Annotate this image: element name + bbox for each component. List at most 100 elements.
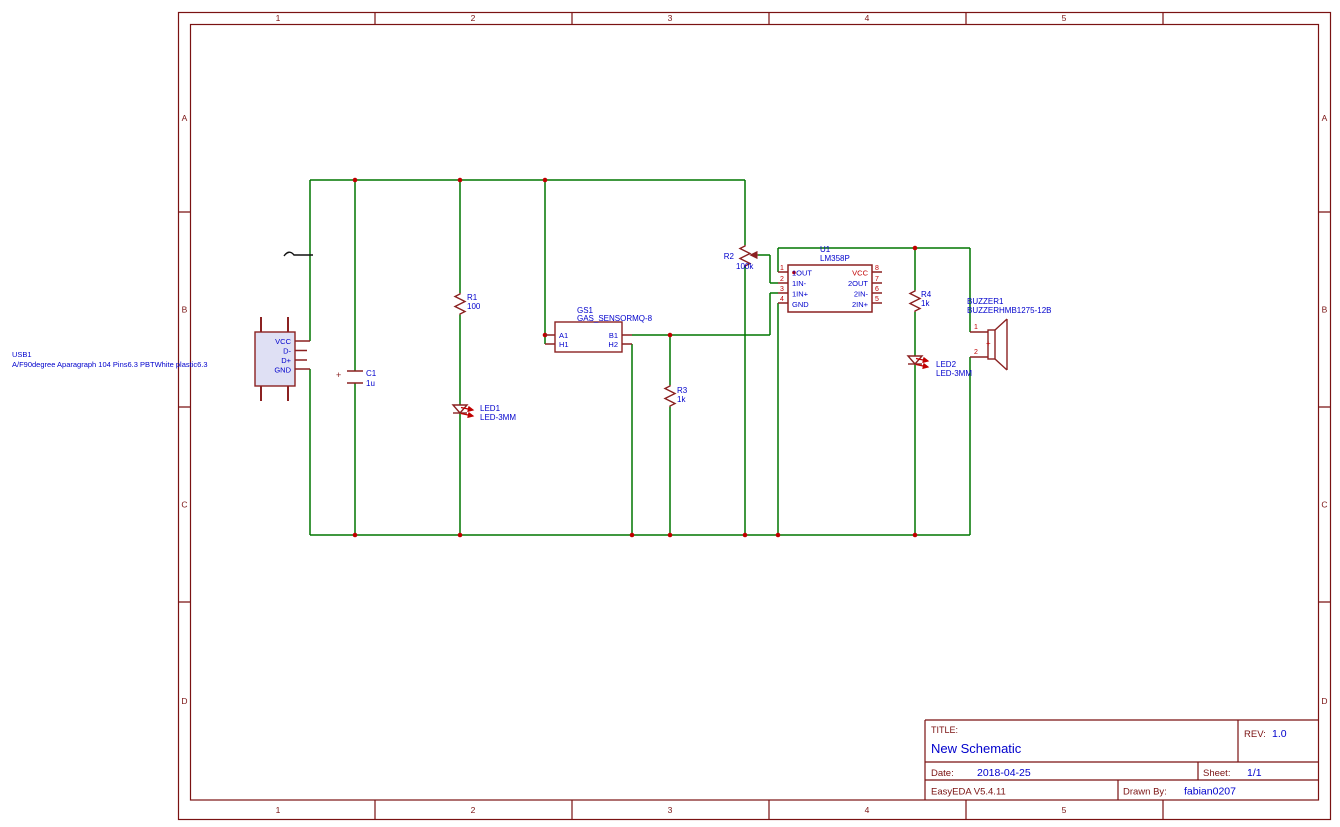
buzzer-pins [970,331,988,358]
usb-desc-label[interactable]: A/F90degree Aparagraph 104 Pins6.3 PBTWh… [12,360,208,369]
gs1-ref-label[interactable]: GS1 [577,306,594,315]
wire-r2-wiper[interactable] [758,254,778,284]
gas-sensor-pins [545,334,632,345]
wires[interactable] [309,179,971,536]
component-led1[interactable]: LED1 LED-3MM [451,404,516,422]
r3-value-label[interactable]: 1k [677,395,686,404]
date-label: Date: [931,768,954,779]
frame-ticks-right [1318,211,1331,603]
sheet-frame [177,11,1332,821]
resistor-symbol[interactable] [663,385,677,407]
gas-sensor-body[interactable] [554,321,623,353]
r3-ref-label[interactable]: R3 [677,386,688,395]
drawn-by-value: fabian0207 [1184,786,1236,798]
component-u1[interactable]: 1 2 3 4 8 7 6 5 1OUT 1IN- 1IN+ GND VCC 2… [778,245,882,313]
resistor-symbol[interactable] [453,293,467,315]
rev-value: 1.0 [1272,728,1287,740]
frame-col-label: 1 [276,805,281,815]
frame-col-label: 4 [865,13,870,23]
junction-dot [742,532,748,538]
gs1-pin-label: B1 [609,331,618,340]
component-r2[interactable]: R2 100k [724,245,758,271]
software-version: EasyEDA V5.4.11 [931,787,1006,798]
title-label: TITLE: [931,725,958,735]
r1-ref-label[interactable]: R1 [467,293,478,302]
component-r1[interactable]: R1 100 [453,293,481,315]
wire-opamp-output[interactable] [777,247,970,272]
c1-ref-label[interactable]: C1 [366,369,377,378]
buzzer-ref-label[interactable]: BUZZER1 [967,297,1004,306]
component-buzzer1[interactable]: 1 2 + BUZZER1 BUZZERHMB1275-12B [967,297,1051,371]
buzzer-pin-number: 2 [974,349,978,356]
drawn-by-label: Drawn By: [1123,787,1167,798]
usb-pins [295,340,310,370]
rev-label: REV: [1244,729,1266,740]
opamp-body[interactable] [787,264,873,313]
usb-ref-label[interactable]: USB1 [12,350,32,359]
usb-body[interactable] [254,331,296,387]
led-light-arrow [915,356,930,364]
sheet-value: 1/1 [1247,767,1262,779]
opamp-left-pins [778,271,788,304]
u1-pin-name: GND [792,300,809,309]
buzzer-value-label[interactable]: BUZZERHMB1275-12B [967,306,1051,315]
u1-pin-number: 1 [780,265,784,272]
u1-pin-number: 4 [780,296,784,303]
u1-pin-number: 7 [875,276,879,283]
c1-value-label[interactable]: 1u [366,379,375,388]
led2-value-label[interactable]: LED-3MM [936,369,972,378]
r4-ref-label[interactable]: R4 [921,290,932,299]
u1-pin-name: 1IN- [792,279,807,288]
component-c1[interactable]: + C1 1u [336,369,377,388]
component-gs1[interactable]: A1 H1 B1 H2 GS1 GAS_SENSORMQ-8 [545,306,653,353]
resistor-symbol[interactable] [908,290,922,312]
led2-ref-label[interactable]: LED2 [936,360,957,369]
u1-pin-name: 1IN+ [792,290,809,299]
frame-col-label: 2 [471,13,476,23]
usb-pin-label: D- [283,347,291,356]
junction-dot [912,532,918,538]
frame-col-label: 4 [865,805,870,815]
junction-dot [457,532,463,538]
schematic-title: New Schematic [931,741,1022,756]
wire-sensor-output[interactable] [632,292,778,336]
usb-mount-pins [260,317,289,401]
buzzer-cone [994,318,1008,371]
u1-pin-number: 8 [875,265,879,272]
u1-pin-name: VCC [852,269,868,278]
usb-pin-label: GND [274,366,291,375]
junction-dot [667,332,673,338]
u1-value-label[interactable]: LM358P [820,254,850,263]
led1-ref-label[interactable]: LED1 [480,404,501,413]
u1-pin-number: 6 [875,286,879,293]
led1-value-label[interactable]: LED-3MM [480,413,516,422]
potentiometer-symbol[interactable] [738,245,752,267]
frame-col-label: 3 [668,13,673,23]
led-light-arrow [915,362,930,370]
led-symbol[interactable] [906,355,924,366]
r2-value-label[interactable]: 100k [736,262,754,271]
r2-ref-label[interactable]: R2 [724,252,735,261]
led-symbol[interactable] [451,404,469,415]
component-r4[interactable]: R4 1k [908,290,932,312]
u1-ref-label[interactable]: U1 [820,245,831,254]
frame-col-label: 5 [1062,13,1067,23]
date-value: 2018-04-25 [977,767,1031,779]
r4-value-label[interactable]: 1k [921,299,930,308]
r1-value-label[interactable]: 100 [467,302,481,311]
frame-row-label: B [1322,305,1328,315]
component-led2[interactable]: LED2 LED-3MM [906,355,972,378]
junction-dot [912,245,918,251]
component-r3[interactable]: R3 1k [663,385,688,407]
frame-inner-border [189,23,1320,801]
junction-dot [542,177,548,183]
gs1-value-label[interactable]: GAS_SENSORMQ-8 [577,314,653,323]
frame-row-label: C [181,500,187,510]
opamp-right-pins [872,271,882,304]
frame-row-label: A [1322,113,1328,123]
component-usb1[interactable]: VCC D- D+ GND USB1 A/F90degree Aparagrap… [12,251,313,401]
buzzer-body[interactable] [987,329,996,360]
capacitor-symbol[interactable] [347,370,363,384]
u1-pin-name: 2IN+ [852,300,869,309]
